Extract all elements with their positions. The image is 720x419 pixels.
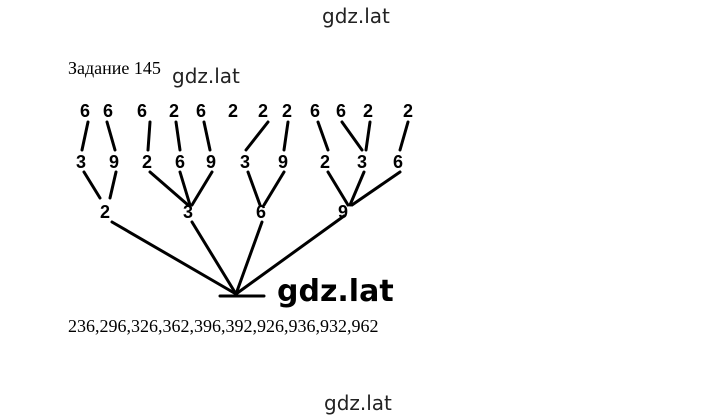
tree-edge [190, 220, 238, 296]
tree-node-middle: 3 [357, 152, 367, 172]
task-title: Задание 145 [68, 58, 161, 78]
tree-edge [80, 120, 90, 152]
tree-node-bottom: 2 [100, 202, 110, 222]
tree-node-top: 6 [137, 101, 147, 121]
tree-edge [146, 120, 152, 152]
tree-node-middle: 2 [320, 152, 330, 172]
watermark-title: gdz.lat [172, 64, 240, 88]
tree-edge [348, 170, 366, 207]
tree-node-middle: 3 [76, 152, 86, 172]
result-numbers: 236,296,326,362,396,392,926,936,932,962 [68, 316, 379, 336]
tree-edge [110, 220, 238, 296]
tree-node-middle: 9 [109, 152, 119, 172]
tree-node-top: 2 [228, 101, 238, 121]
tree-edge [246, 170, 262, 207]
watermark-top: gdz.lat [322, 4, 390, 28]
tree-node-middle: 3 [240, 152, 250, 172]
tree-node-top: 2 [169, 101, 179, 121]
tree-edge [262, 170, 286, 207]
tree-edge [326, 170, 350, 207]
tree-node-top: 2 [403, 101, 413, 121]
tree-edge [350, 170, 402, 207]
tree-node-middle: 9 [278, 152, 288, 172]
tree-node-top: 2 [282, 101, 292, 121]
tree-edge [174, 120, 182, 152]
tree-node-top: 6 [336, 101, 346, 121]
tree-node-top: 6 [80, 101, 90, 121]
tree-node-bottom: 9 [338, 202, 348, 222]
tree-edge [234, 220, 264, 296]
tree-node-middle: 2 [142, 152, 152, 172]
tree-edge [178, 170, 192, 207]
tree-node-top: 2 [258, 101, 268, 121]
tree-edge [364, 120, 372, 152]
tree-edge [148, 170, 190, 207]
watermark-bottom: gdz.lat [324, 391, 392, 415]
tree-edge [202, 120, 212, 152]
tree-edge [190, 170, 214, 207]
tree-node-bottom: 3 [183, 202, 193, 222]
tree-edge [244, 120, 270, 152]
tree-edge [234, 214, 346, 296]
tree-node-top: 6 [103, 101, 113, 121]
tree-edge [108, 170, 118, 200]
tree-edge [398, 120, 410, 152]
tree-edge [340, 120, 364, 152]
tree-edge [282, 120, 290, 152]
watermark-large: gdz.lat [277, 274, 394, 309]
tree-node-top: 2 [363, 101, 373, 121]
tree-node-middle: 9 [206, 152, 216, 172]
tree-node-middle: 6 [393, 152, 403, 172]
tree-edge [82, 170, 102, 200]
tree-edge [105, 120, 117, 152]
tree-edge [316, 120, 330, 152]
tree-node-bottom: 6 [256, 202, 266, 222]
tree-node-middle: 6 [175, 152, 185, 172]
tree-node-top: 6 [196, 101, 206, 121]
tree-node-top: 6 [310, 101, 320, 121]
